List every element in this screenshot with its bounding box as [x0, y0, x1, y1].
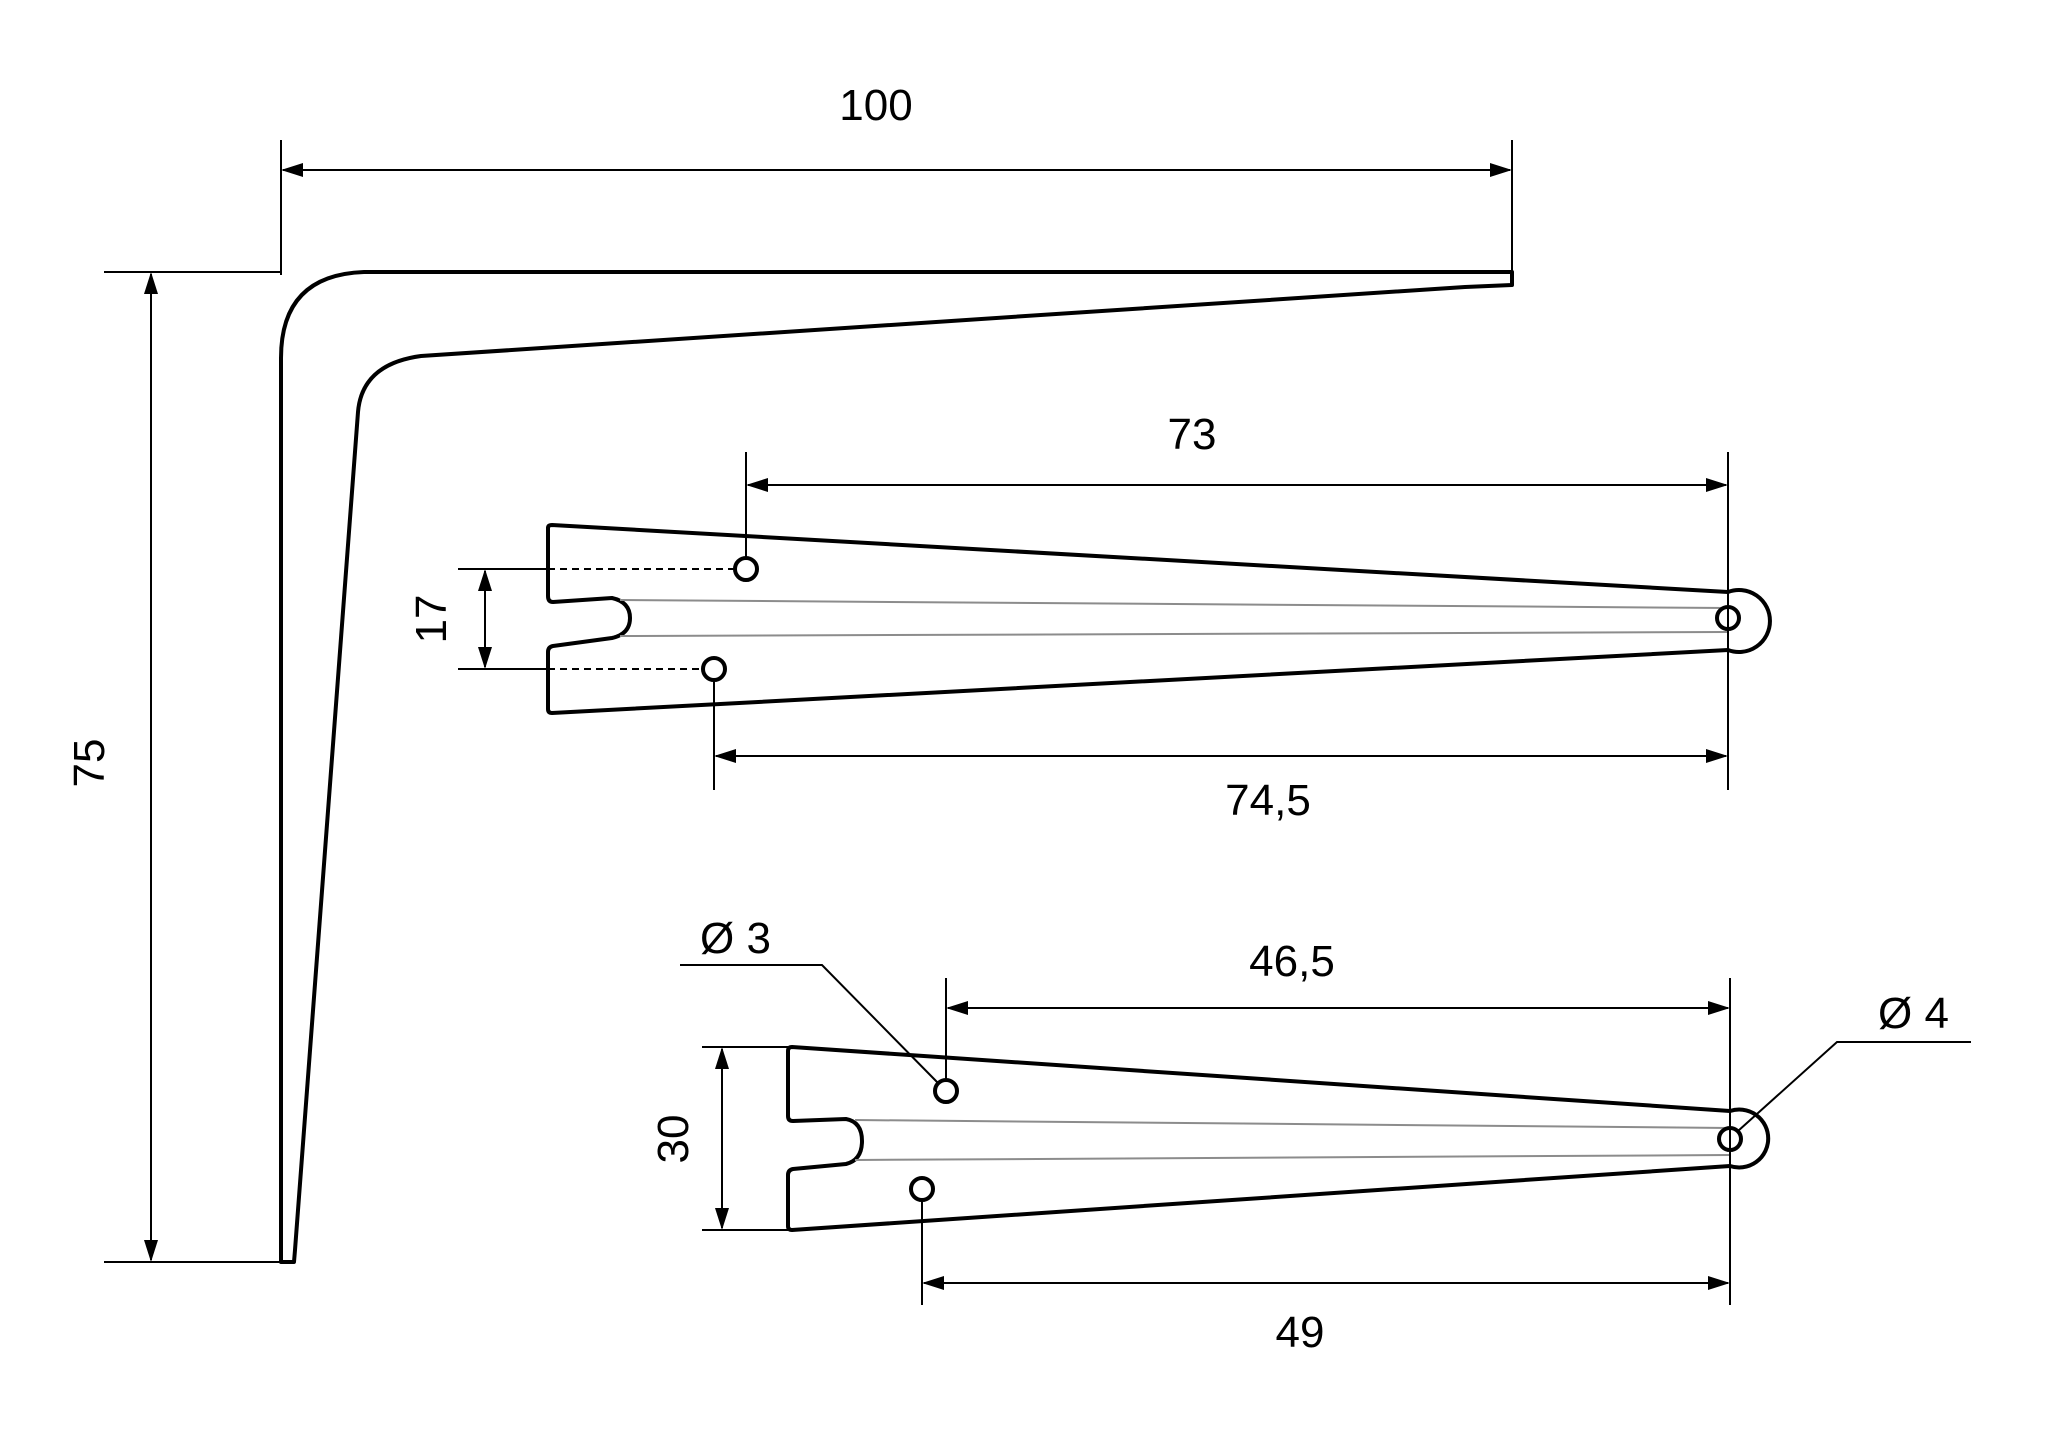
height-label: 75 — [65, 739, 114, 788]
height-arrow-bottom — [144, 1240, 158, 1262]
small-arm-bottom-length-dimension: 49 — [921, 1200, 1730, 1357]
large-arm-top-hole — [733, 556, 759, 582]
dim30-label: 30 — [649, 1115, 698, 1164]
dim73-arrow-right — [1706, 478, 1728, 492]
width-label: 100 — [839, 81, 912, 130]
large-arm-bottom-length-dimension: 74,5 — [713, 680, 1728, 825]
dim745-arrow-left — [714, 749, 736, 763]
bracket-profile — [279, 270, 1514, 1264]
spacing-label: 17 — [407, 595, 456, 644]
small-arm-top-length-dimension: 46,5 — [945, 937, 1731, 1305]
small-arm-outline — [786, 1045, 1771, 1232]
dim49-arrow-left — [922, 1276, 944, 1290]
spacing-arrow-bottom — [478, 647, 492, 669]
dim465-arrow-left — [946, 1001, 968, 1015]
small-hole-diameter-label: Ø 3 — [700, 914, 771, 963]
small-arm-top-hole — [933, 1078, 959, 1104]
height-dimension: 75 — [65, 271, 281, 1263]
large-arm-bottom-hole — [701, 656, 727, 682]
small-hole-leader — [680, 964, 939, 1084]
small-hole-diameter-callout: Ø 3 — [680, 914, 939, 1084]
pivot-hole-diameter-callout: Ø 4 — [1737, 989, 1971, 1132]
small-arm-rib-lower — [854, 1154, 1731, 1161]
large-arm — [546, 523, 1772, 715]
dim465-arrow-right — [1708, 1001, 1730, 1015]
width-arrow-left — [281, 163, 303, 177]
width-dimension: 100 — [280, 81, 1513, 275]
dim73-label: 73 — [1168, 410, 1217, 459]
dim745-arrow-right — [1706, 749, 1728, 763]
spacing-arrow-top — [478, 569, 492, 591]
large-arm-hole-spacing-dimension: 17 — [407, 568, 735, 670]
small-arm-rib-upper — [854, 1119, 1731, 1129]
large-arm-outline — [546, 523, 1772, 715]
pivot-hole-leader — [1737, 1041, 1971, 1132]
small-arm-bottom-hole — [909, 1176, 935, 1202]
bracket-side-view — [279, 270, 1514, 1264]
large-arm-rib-lower — [619, 631, 1729, 637]
dim30-arrow-top — [715, 1047, 729, 1069]
large-arm-top-length-dimension: 73 — [745, 410, 1729, 790]
pivot-hole-diameter-label: Ø 4 — [1878, 989, 1949, 1038]
small-arm-height-dimension: 30 — [649, 1046, 788, 1231]
height-arrow-top — [144, 272, 158, 294]
dim745-label: 74,5 — [1225, 776, 1311, 825]
dim49-label: 49 — [1276, 1308, 1325, 1357]
dim49-arrow-right — [1708, 1276, 1730, 1290]
dim73-arrow-left — [746, 478, 768, 492]
dim30-arrow-bottom — [715, 1208, 729, 1230]
width-arrow-right — [1490, 163, 1512, 177]
large-arm-rib-upper — [619, 599, 1729, 609]
small-arm — [786, 1045, 1771, 1232]
dim465-label: 46,5 — [1249, 937, 1335, 986]
